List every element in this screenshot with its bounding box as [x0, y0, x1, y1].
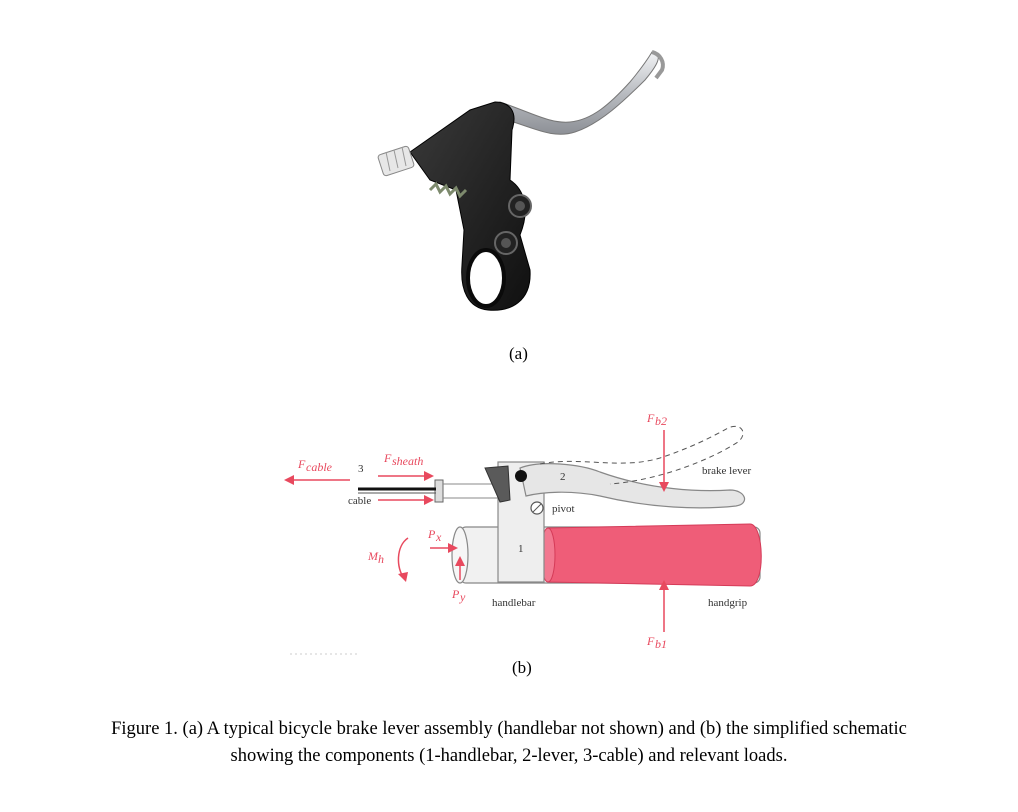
brake-lever-photo — [377, 50, 665, 311]
m-h-label: M — [367, 549, 379, 563]
label-cable: cable — [348, 495, 371, 507]
figure-b-label: (b) — [512, 658, 532, 677]
label-handgrip: handgrip — [708, 597, 748, 609]
m-h-sub: h — [378, 552, 384, 566]
f-b2-sub: b2 — [655, 414, 667, 428]
label-handlebar: handlebar — [492, 597, 536, 609]
f-sheath-label: F — [383, 451, 392, 465]
p-y-sub: y — [459, 590, 466, 604]
label-brake-lever: brake lever — [702, 465, 751, 477]
spring — [428, 181, 468, 199]
f-b1-label: F — [646, 634, 655, 648]
lever-blade — [489, 51, 659, 135]
f-sheath-sub: sheath — [392, 454, 423, 468]
f-cable-label: F — [297, 457, 306, 471]
p-x-label: P — [427, 527, 436, 541]
f-b1-sub: b1 — [655, 637, 667, 651]
f-cable-sub: cable — [306, 460, 333, 474]
p-x-sub: x — [435, 530, 442, 544]
handgrip — [547, 523, 762, 587]
lever-solid — [519, 463, 746, 509]
lever-dashed — [539, 426, 744, 485]
figure-a-label: (a) — [509, 344, 528, 363]
label-pivot: pivot — [552, 503, 575, 515]
moment-arrow — [397, 537, 409, 579]
label-one: 1 — [518, 543, 524, 555]
label-three: 3 — [358, 463, 364, 475]
figure-caption: Figure 1. (a) A typical bicycle brake le… — [111, 719, 907, 766]
brake-lever-schematic: F cable 3 F sheath cable F b2 2 brake le… — [284, 411, 762, 655]
f-b2-label: F — [646, 411, 655, 425]
label-two: 2 — [560, 471, 566, 483]
p-y-label: P — [451, 587, 460, 601]
